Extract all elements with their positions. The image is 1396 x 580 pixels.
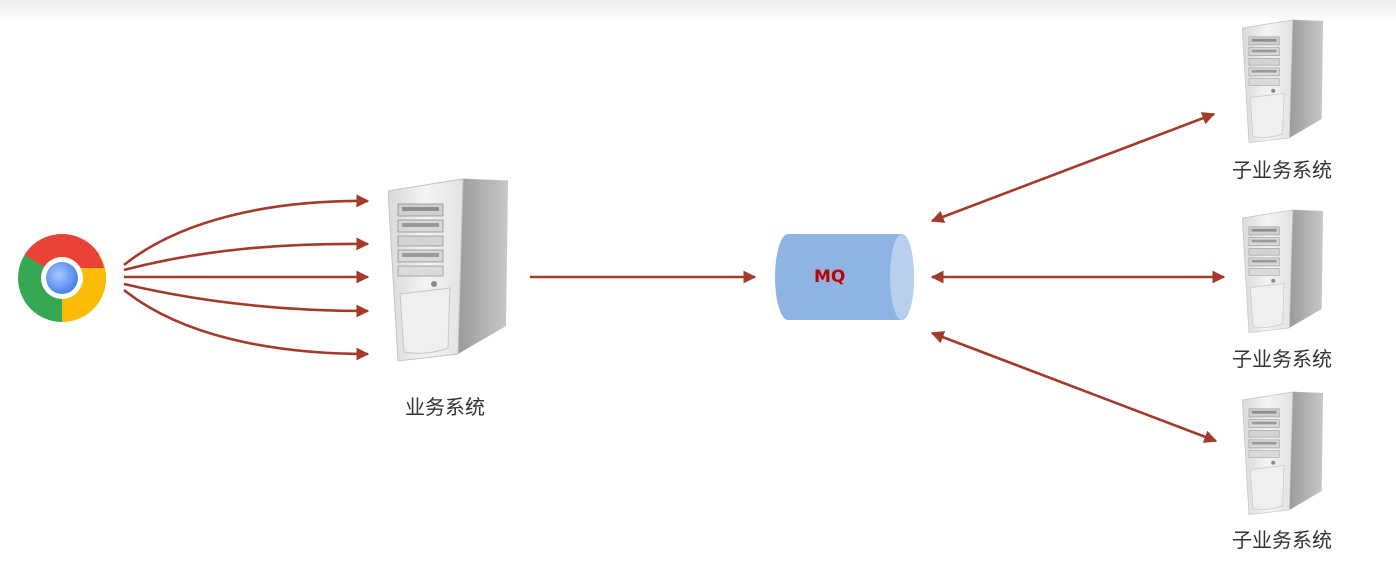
subsystem-label-3: 子业务系统: [1232, 528, 1332, 552]
top-shade: [0, 0, 1396, 22]
request-arrow-5: [123, 288, 370, 361]
mq-subsystem-arrow-3: [930, 331, 1218, 443]
request-arrow-4: [123, 282, 370, 318]
client-request-arrows: [123, 194, 370, 361]
mq-label: MQ: [814, 267, 846, 287]
request-arrow-1: [123, 194, 370, 267]
business-system-label: 业务系统: [405, 395, 485, 419]
subsystem-server-icon-3: [1242, 391, 1324, 515]
request-arrow-2: [123, 237, 370, 272]
subsystem-label-1: 子业务系统: [1232, 158, 1332, 182]
subsystem-server-icon-2: [1242, 209, 1324, 333]
chrome-browser-icon: [18, 234, 106, 322]
subsystem-label-2: 子业务系统: [1232, 347, 1332, 371]
mq-cylinder-icon: [775, 234, 914, 320]
mq-subsystem-arrow-1: [930, 112, 1216, 223]
business-server-icon: [388, 178, 509, 362]
mq-subsystem-arrows: [930, 112, 1226, 443]
subsystem-server-icon-1: [1242, 19, 1324, 143]
